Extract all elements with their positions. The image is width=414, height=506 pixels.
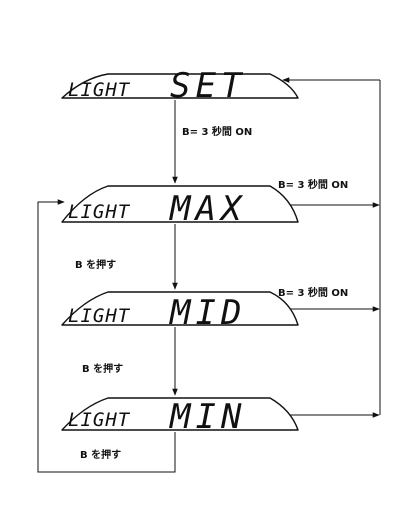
panel-light-label: LIGHT — [68, 305, 131, 327]
label-press-max-to-mid: B を押す — [75, 258, 116, 271]
label-hold-from-max: B= 3 秒間 ON — [278, 178, 348, 191]
lcd-panel-light-set: LIGHT SET — [61, 66, 299, 106]
label-hold-from-mid: B= 3 秒間 ON — [278, 286, 348, 299]
panel-light-label: LIGHT — [68, 409, 131, 431]
arrow-min-back-to-max — [37, 199, 176, 473]
lcd-panel-light-min: LIGHT MIN — [61, 397, 299, 437]
lcd-panel-outline — [61, 397, 299, 431]
panel-setting-value: MID — [169, 293, 246, 333]
panel-setting-value: SET — [170, 66, 246, 106]
label-press-mid-to-min: B を押す — [82, 362, 123, 375]
panel-setting-value: MIN — [169, 397, 246, 437]
panel-light-label: LIGHT — [68, 79, 131, 101]
panel-setting-value: MAX — [169, 189, 246, 229]
lcd-panel-light-max: LIGHT MAX — [61, 185, 299, 229]
label-press-min-to-max: B を押す — [80, 448, 121, 461]
panel-light-label: LIGHT — [68, 201, 131, 223]
lcd-panel-outline — [61, 73, 299, 99]
label-hold-set-to-max: B= 3 秒間 ON — [182, 125, 252, 138]
lcd-panel-outline — [61, 185, 299, 223]
lcd-panel-outline — [61, 291, 299, 326]
lcd-panel-light-mid: LIGHT MID — [61, 291, 299, 333]
